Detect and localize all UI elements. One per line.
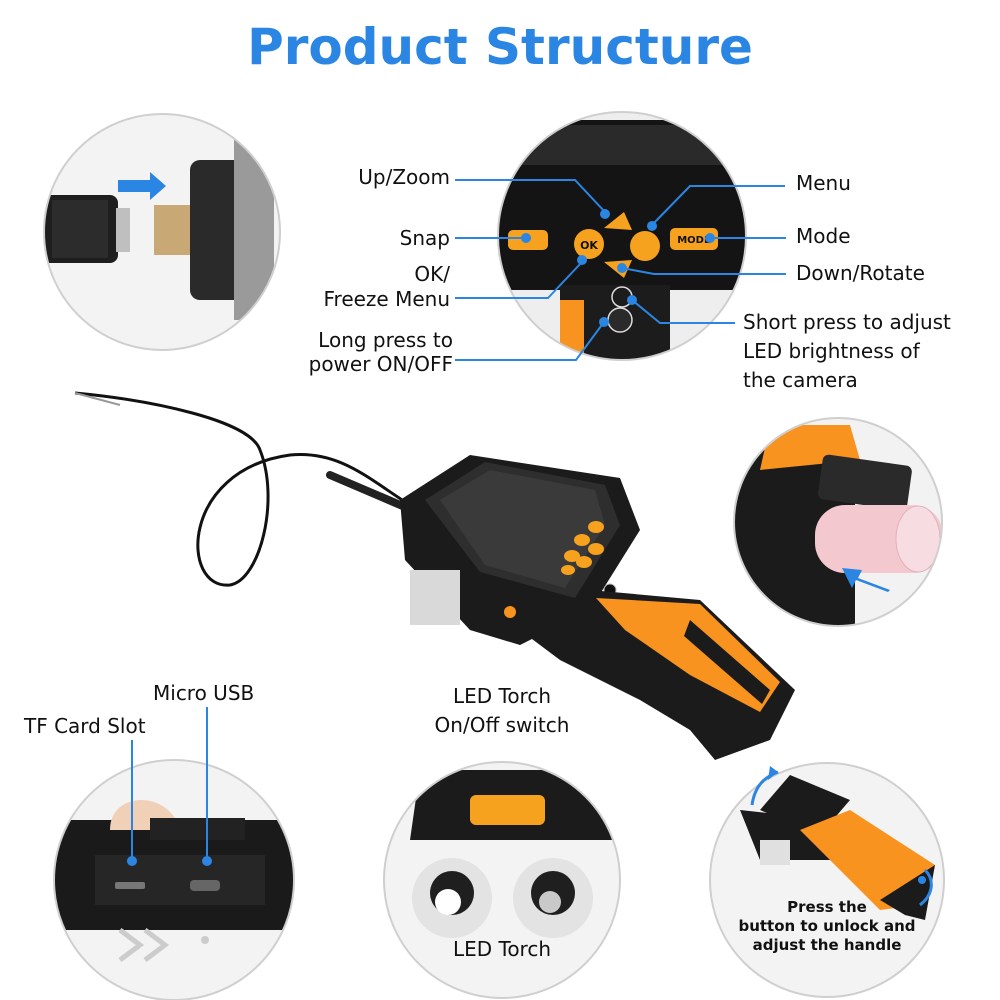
led-adjust-label-line2: LED brightness of: [743, 339, 920, 363]
led-torch-label: LED Torch: [452, 937, 552, 961]
insert-battery-arrow-icon: [842, 568, 890, 592]
led-torch-switch-label-line2: On/Off switch: [434, 713, 570, 737]
connector-detail: [43, 113, 281, 351]
mode-label: Mode: [796, 224, 851, 248]
battery-detail: [733, 417, 943, 627]
endoscope-device: [74, 391, 795, 760]
micro-usb-label: Micro USB: [153, 681, 255, 705]
snap-label: Snap: [399, 226, 450, 250]
handle-label-line2: button to unlock and: [738, 917, 916, 935]
handle-label-line3: adjust the handle: [752, 936, 902, 954]
tf-card-slot-label: TF Card Slot: [24, 714, 146, 738]
power-label-line1: Long press to: [318, 328, 453, 352]
led-torch-switch-label-line1: LED Torch: [452, 684, 552, 708]
led-adjust-label-line3: the camera: [743, 368, 858, 392]
led-torch-detail: [383, 761, 621, 999]
handle-label-line1: Press the: [787, 898, 867, 916]
keypad-callout-lines: [455, 179, 786, 361]
led-adjust-label-line1: Short press to adjust: [743, 310, 951, 334]
ports-detail: [53, 707, 295, 1000]
handle-detail: [709, 762, 945, 998]
down-rotate-label: Down/Rotate: [796, 261, 925, 285]
keypad-callout-dots: [521, 209, 715, 327]
power-label-line2: power ON/OFF: [308, 352, 453, 376]
ok-label-line2: Freeze Menu: [323, 287, 450, 311]
keypad-detail: OK MODE: [497, 111, 747, 361]
ok-label-line1: OK/: [414, 262, 450, 286]
up-zoom-label: Up/Zoom: [358, 165, 450, 189]
ok-button-label: OK: [580, 239, 598, 252]
mode-button-label: MODE: [677, 235, 711, 246]
insert-arrow-icon: [118, 172, 166, 200]
page-title: Product Structure: [247, 18, 753, 76]
menu-label: Menu: [796, 171, 851, 195]
